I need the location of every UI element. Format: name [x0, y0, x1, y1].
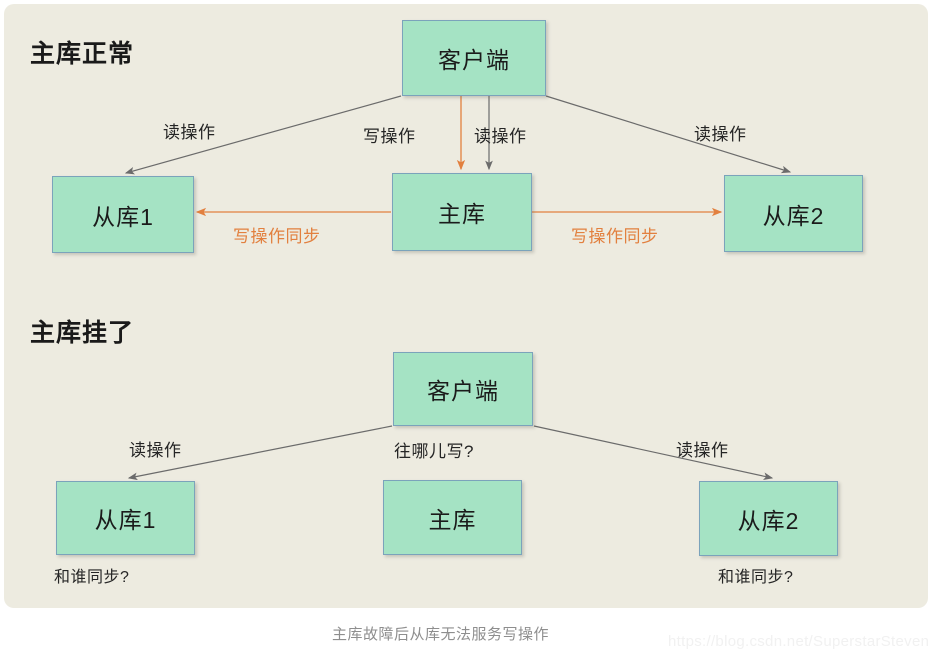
edge-label-client-to-slave1-down: 读操作	[129, 441, 182, 460]
edge-label-master-to-slave1-sync: 写操作同步	[233, 227, 321, 246]
watermark: https://blog.csdn.net/SuperstarSteven	[668, 633, 930, 650]
edge-label-client-to-master-write: 写操作	[363, 127, 416, 146]
node-slave2-bottom[interactable]: 从库2	[699, 481, 838, 556]
note-slave1-sync-question: 和谁同步?	[54, 569, 130, 586]
node-client-bottom[interactable]: 客户端	[393, 352, 533, 426]
edge-label-client-to-slave2: 读操作	[694, 125, 747, 144]
edge-label-client-to-master-read: 读操作	[474, 127, 527, 146]
node-client-top[interactable]: 客户端	[402, 20, 546, 96]
node-slave1-top[interactable]: 从库1	[52, 176, 194, 253]
edge-label-client-write-question: 往哪儿写?	[394, 442, 474, 461]
edge-label-client-to-slave2-down: 读操作	[676, 441, 729, 460]
section-title-master-down: 主库挂了	[30, 319, 135, 347]
edge-label-client-to-slave1: 读操作	[163, 123, 216, 142]
node-master-top[interactable]: 主库	[392, 173, 532, 251]
edge-label-master-to-slave2-sync: 写操作同步	[571, 227, 659, 246]
section-title-master-normal: 主库正常	[30, 40, 135, 68]
node-slave1-bottom[interactable]: 从库1	[56, 481, 195, 555]
node-slave2-top[interactable]: 从库2	[724, 175, 863, 252]
node-master-bottom[interactable]: 主库	[383, 480, 522, 555]
note-slave2-sync-question: 和谁同步?	[718, 569, 794, 586]
figure-caption: 主库故障后从库无法服务写操作	[332, 626, 550, 643]
